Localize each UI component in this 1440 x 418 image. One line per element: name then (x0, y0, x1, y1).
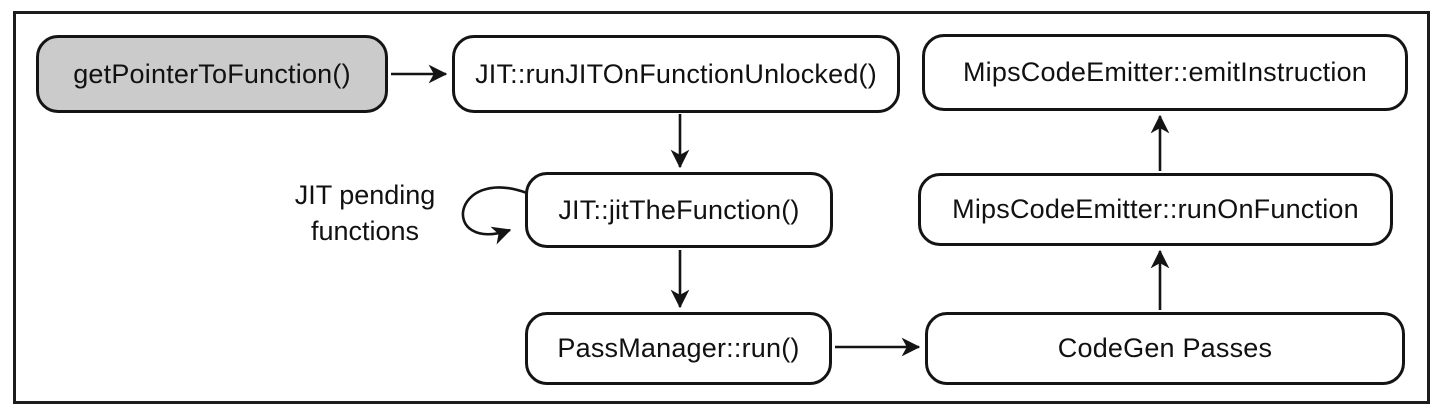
node-label: CodeGen Passes (1057, 333, 1273, 363)
node-jit-the-function: JIT::jitTheFunction() (525, 172, 833, 248)
node-mips-code-emitter-emit-instruction: MipsCodeEmitter::emitInstruction (922, 34, 1408, 111)
node-label: PassManager::run() (557, 333, 800, 363)
self-loop-label: JIT pending functions (294, 180, 436, 246)
node-get-pointer-to-function: getPointerToFunction() (36, 35, 388, 113)
node-label: JIT::jitTheFunction() (558, 194, 800, 225)
node-label: JIT::runJITOnFunctionUnlocked() (475, 58, 877, 89)
node-label: getPointerToFunction() (73, 58, 351, 89)
node-label: MipsCodeEmitter::emitInstruction (962, 57, 1368, 87)
node-mips-code-emitter-run-on-function: MipsCodeEmitter::runOnFunction (918, 173, 1393, 246)
node-codegen-passes: CodeGen Passes (925, 312, 1405, 385)
node-run-jit-on-function-unlocked: JIT::runJITOnFunctionUnlocked() (452, 35, 900, 113)
node-label: MipsCodeEmitter::runOnFunction (952, 194, 1359, 224)
node-pass-manager-run: PassManager::run() (525, 312, 832, 385)
